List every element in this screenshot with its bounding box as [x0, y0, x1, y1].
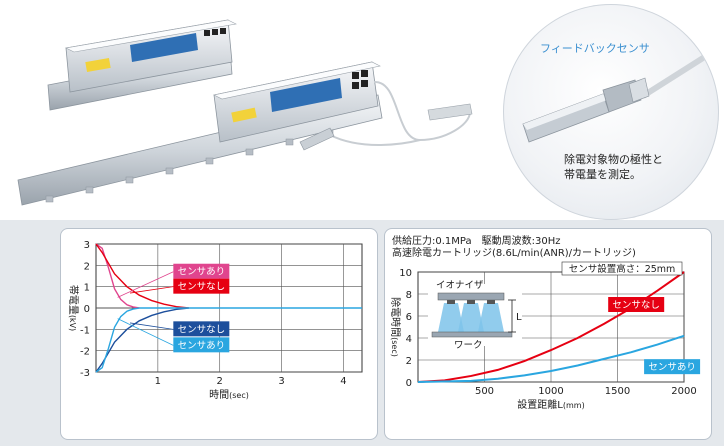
feedback-sensor-illustration	[522, 36, 718, 143]
x-tick-label: 2	[217, 376, 223, 387]
inset-ion-flow	[478, 303, 504, 332]
y-tick-label: 2	[406, 356, 412, 367]
x-tick-label: 2000	[671, 386, 696, 397]
label-leader	[129, 286, 174, 294]
x-tick-label: 1	[155, 376, 161, 387]
inset-nozzle	[447, 300, 455, 304]
label-leader	[117, 318, 174, 346]
series-label: センサあり	[178, 340, 226, 351]
y-tick-label: 4	[406, 334, 412, 345]
callout-description: 除電対象物の極性と 帯電量を測定。	[564, 153, 663, 181]
series-label-box	[608, 297, 665, 312]
y-tick-label: -1	[80, 325, 90, 336]
label-leader	[117, 271, 174, 298]
series-line	[95, 243, 189, 309]
x-tick-label: 1000	[538, 386, 563, 397]
series-label: センサあり	[648, 362, 696, 373]
y-tick-label: 8	[406, 290, 412, 301]
ionizer-product-photo	[17, 19, 473, 206]
y-tick-label: 0	[84, 304, 90, 315]
y-tick-label: 2	[84, 261, 90, 272]
y-tick-label: -3	[80, 368, 90, 379]
inset-nozzle	[467, 300, 475, 304]
series-line	[417, 334, 685, 383]
series-label-box	[173, 278, 230, 294]
x-tick-label: 1500	[605, 386, 630, 397]
feedback-sensor-callout	[503, 4, 719, 220]
y-tick-label: 0	[406, 378, 412, 389]
series-line	[95, 243, 140, 309]
decay-time-chart: 0 2 4 6 8 10 500 1000 1500 2000 設置距離L(mm) 除電時間(sec)…	[389, 261, 701, 411]
x-tick-label: 4	[340, 376, 346, 387]
inset-ionizer-label: イオナイザ	[436, 280, 484, 291]
series-label-box	[173, 263, 230, 279]
inset-work-plate	[431, 331, 513, 338]
inset-ion-flow	[458, 303, 484, 332]
series-label: センサあり	[178, 267, 226, 278]
x-tick-label: 500	[475, 386, 494, 397]
y-tick-label: -2	[80, 347, 90, 358]
y-tick-label: 1	[84, 283, 90, 294]
callout-title: フィードバックセンサ	[540, 42, 650, 55]
x-axis-title: 設置距離L(mm)	[517, 398, 584, 411]
inset-ionizer-bar	[437, 292, 505, 301]
x-tick-label: 3	[278, 376, 284, 387]
y-tick-label: 10	[399, 268, 412, 279]
inset-work-label: ワーク	[454, 340, 483, 351]
inset-dimension-label: L	[516, 312, 522, 323]
series-label-box	[644, 359, 701, 375]
x-axis-title: 時間(sec)	[209, 389, 249, 401]
series-label-box	[173, 321, 230, 337]
y-axis-title: 帯電量(kV)	[67, 285, 80, 331]
inset-nozzle	[487, 300, 495, 304]
series-label: センサなし	[612, 300, 660, 311]
sensor-height-note-box	[561, 261, 683, 276]
series-label: センサなし	[178, 324, 226, 335]
condition-line-2: 高速除電カートリッジ(8.6L/min(ANR)/カートリッジ)	[392, 248, 636, 259]
y-axis-title: 除電時間(sec)	[389, 297, 402, 357]
series-line	[95, 307, 362, 373]
y-tick-label: 3	[84, 240, 90, 251]
condition-line-1: 供給圧力:0.1MPa 駆動周波数:30Hz	[392, 236, 561, 247]
label-leader	[129, 322, 174, 330]
inset-ion-flow	[438, 303, 464, 332]
series-label: センサなし	[178, 282, 226, 293]
sensor-height-note: センサ設置高さ：25mm	[569, 263, 676, 275]
y-tick-label: 6	[406, 312, 412, 323]
series-label-box	[173, 337, 230, 353]
